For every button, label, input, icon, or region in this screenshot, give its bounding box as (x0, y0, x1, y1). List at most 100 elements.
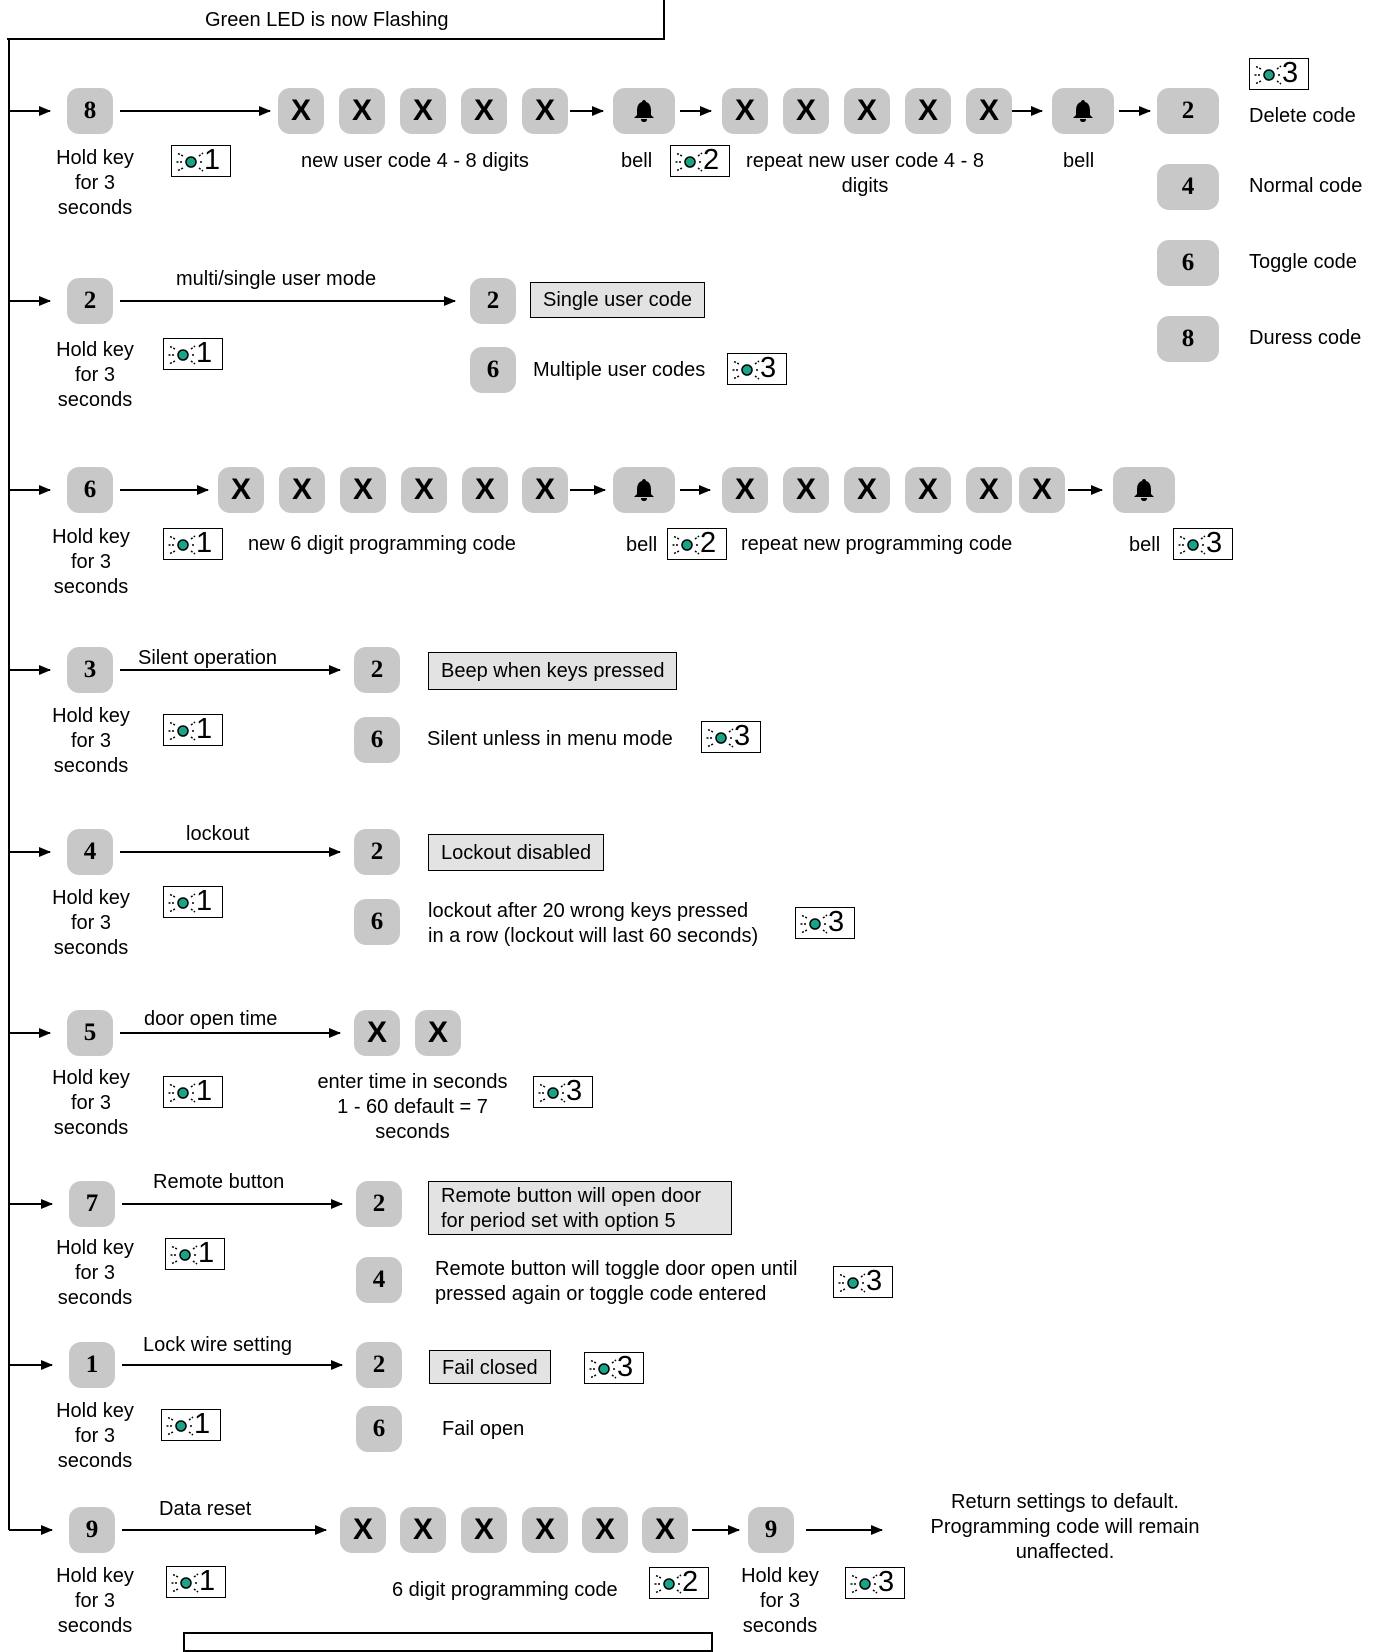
flashing-led-icon (672, 535, 700, 555)
bell-key[interactable] (613, 467, 675, 513)
key-9-confirm[interactable]: 9 (748, 1507, 794, 1553)
flashing-led-icon (1178, 535, 1206, 555)
digit-key[interactable]: X (522, 1507, 568, 1553)
lockout-after-wrong-keys-label: lockout after 20 wrong keys pressed in a… (428, 900, 759, 947)
green-led-flash-indicator: 2 (649, 1566, 709, 1599)
option-key-6[interactable]: 6 (1157, 240, 1219, 286)
green-led-flash-indicator: 3 (727, 352, 787, 385)
beep-when-keys-pressed-box: Beep when keys pressed (428, 652, 678, 690)
option-key-2[interactable]: 2 (470, 278, 516, 324)
digit-key[interactable]: X (966, 467, 1012, 513)
digit-key[interactable]: X (522, 88, 568, 134)
hold-key-label: Hold key for 3 seconds (56, 1565, 134, 1637)
data-reset-title: Data reset (159, 1498, 252, 1520)
green-led-flash-indicator: 1 (161, 1408, 221, 1441)
led-count: 1 (199, 1565, 216, 1597)
hold-key-label: Hold key for 3 seconds (52, 526, 130, 598)
digit-key[interactable]: X (340, 1507, 386, 1553)
flashing-led-icon (838, 1273, 866, 1293)
bell-key[interactable] (1052, 88, 1114, 134)
key-6[interactable]: 6 (67, 467, 113, 513)
option-key-6[interactable]: 6 (354, 899, 400, 945)
digit-key[interactable]: X (783, 88, 829, 134)
option-key-2[interactable]: 2 (354, 647, 400, 693)
key-4[interactable]: 4 (67, 829, 113, 875)
hold-key-label: Hold key for 3 seconds (741, 1565, 819, 1637)
option-key-4[interactable]: 4 (1157, 164, 1219, 210)
digit-key[interactable]: X (400, 1507, 446, 1553)
flashing-led-icon (176, 152, 204, 172)
digit-key[interactable]: X (218, 467, 264, 513)
green-led-flash-indicator: 1 (163, 527, 223, 560)
green-led-flash-indicator: 3 (1173, 527, 1233, 560)
led-count: 3 (617, 1351, 634, 1383)
led-count: 3 (566, 1075, 583, 1107)
option-key-6[interactable]: 6 (354, 717, 400, 763)
key-7[interactable]: 7 (69, 1181, 115, 1227)
key-8[interactable]: 8 (67, 88, 113, 134)
digit-key[interactable]: X (722, 88, 768, 134)
digit-key[interactable]: X (722, 467, 768, 513)
digit-key[interactable]: X (461, 1507, 507, 1553)
digit-key[interactable]: X (522, 467, 568, 513)
option-delete-code: Delete code (1249, 105, 1356, 127)
digit-key[interactable]: X (844, 467, 890, 513)
option-key-8[interactable]: 8 (1157, 316, 1219, 362)
bell-key[interactable] (1113, 467, 1175, 513)
digit-key[interactable]: X (354, 1010, 400, 1056)
digit-key[interactable]: X (905, 467, 951, 513)
hold-key-label: Hold key for 3 seconds (56, 147, 134, 219)
option-key-6[interactable]: 6 (356, 1406, 402, 1452)
bell-icon (634, 479, 654, 501)
digit-key[interactable]: X (844, 88, 890, 134)
led-count: 1 (196, 713, 213, 745)
flashing-led-icon (538, 1083, 566, 1103)
option-key-4[interactable]: 4 (356, 1257, 402, 1303)
key-9[interactable]: 9 (69, 1507, 115, 1553)
digit-key[interactable]: X (582, 1507, 628, 1553)
digit-key[interactable]: X (1019, 467, 1065, 513)
option-key-2[interactable]: 2 (356, 1342, 402, 1388)
led-count: 3 (734, 720, 751, 752)
flashing-led-icon (166, 1416, 194, 1436)
option-key-2[interactable]: 2 (1157, 88, 1219, 134)
key-3[interactable]: 3 (67, 647, 113, 693)
flashing-led-icon (168, 893, 196, 913)
digit-key[interactable]: X (279, 467, 325, 513)
bell-key[interactable] (613, 88, 675, 134)
digit-key[interactable]: X (905, 88, 951, 134)
green-led-flash-indicator: 1 (163, 713, 223, 746)
option-key-6[interactable]: 6 (470, 347, 516, 393)
option-key-2[interactable]: 2 (356, 1181, 402, 1227)
led-count: 2 (682, 1566, 699, 1598)
flashing-led-icon (675, 152, 703, 172)
digit-key[interactable]: X (339, 88, 385, 134)
flashing-led-icon (168, 535, 196, 555)
led-count: 3 (760, 352, 777, 384)
hold-key-label: Hold key for 3 seconds (56, 339, 134, 411)
flashing-led-icon (1254, 65, 1282, 85)
digit-key[interactable]: X (966, 88, 1012, 134)
digit-key[interactable]: X (642, 1507, 688, 1553)
option-key-2[interactable]: 2 (354, 829, 400, 875)
digit-key[interactable]: X (401, 467, 447, 513)
green-led-flash-indicator: 1 (163, 337, 223, 370)
digit-key[interactable]: X (783, 467, 829, 513)
key-2[interactable]: 2 (67, 278, 113, 324)
digit-key[interactable]: X (278, 88, 324, 134)
digit-key[interactable]: X (400, 88, 446, 134)
digit-key[interactable]: X (461, 88, 507, 134)
digit-key[interactable]: X (415, 1010, 461, 1056)
flashing-led-icon (589, 1359, 617, 1379)
green-led-flash-indicator: 3 (845, 1566, 905, 1599)
bell-icon (1134, 479, 1154, 501)
led-count: 3 (1206, 527, 1223, 559)
digit-key[interactable]: X (462, 467, 508, 513)
key-1[interactable]: 1 (69, 1342, 115, 1388)
led-count: 2 (703, 144, 720, 176)
digit-key[interactable]: X (340, 467, 386, 513)
key-5[interactable]: 5 (67, 1010, 113, 1056)
bell-icon (1073, 100, 1093, 122)
silent-unless-menu-label: Silent unless in menu mode (427, 728, 673, 750)
green-led-flash-indicator: 1 (163, 1075, 223, 1108)
